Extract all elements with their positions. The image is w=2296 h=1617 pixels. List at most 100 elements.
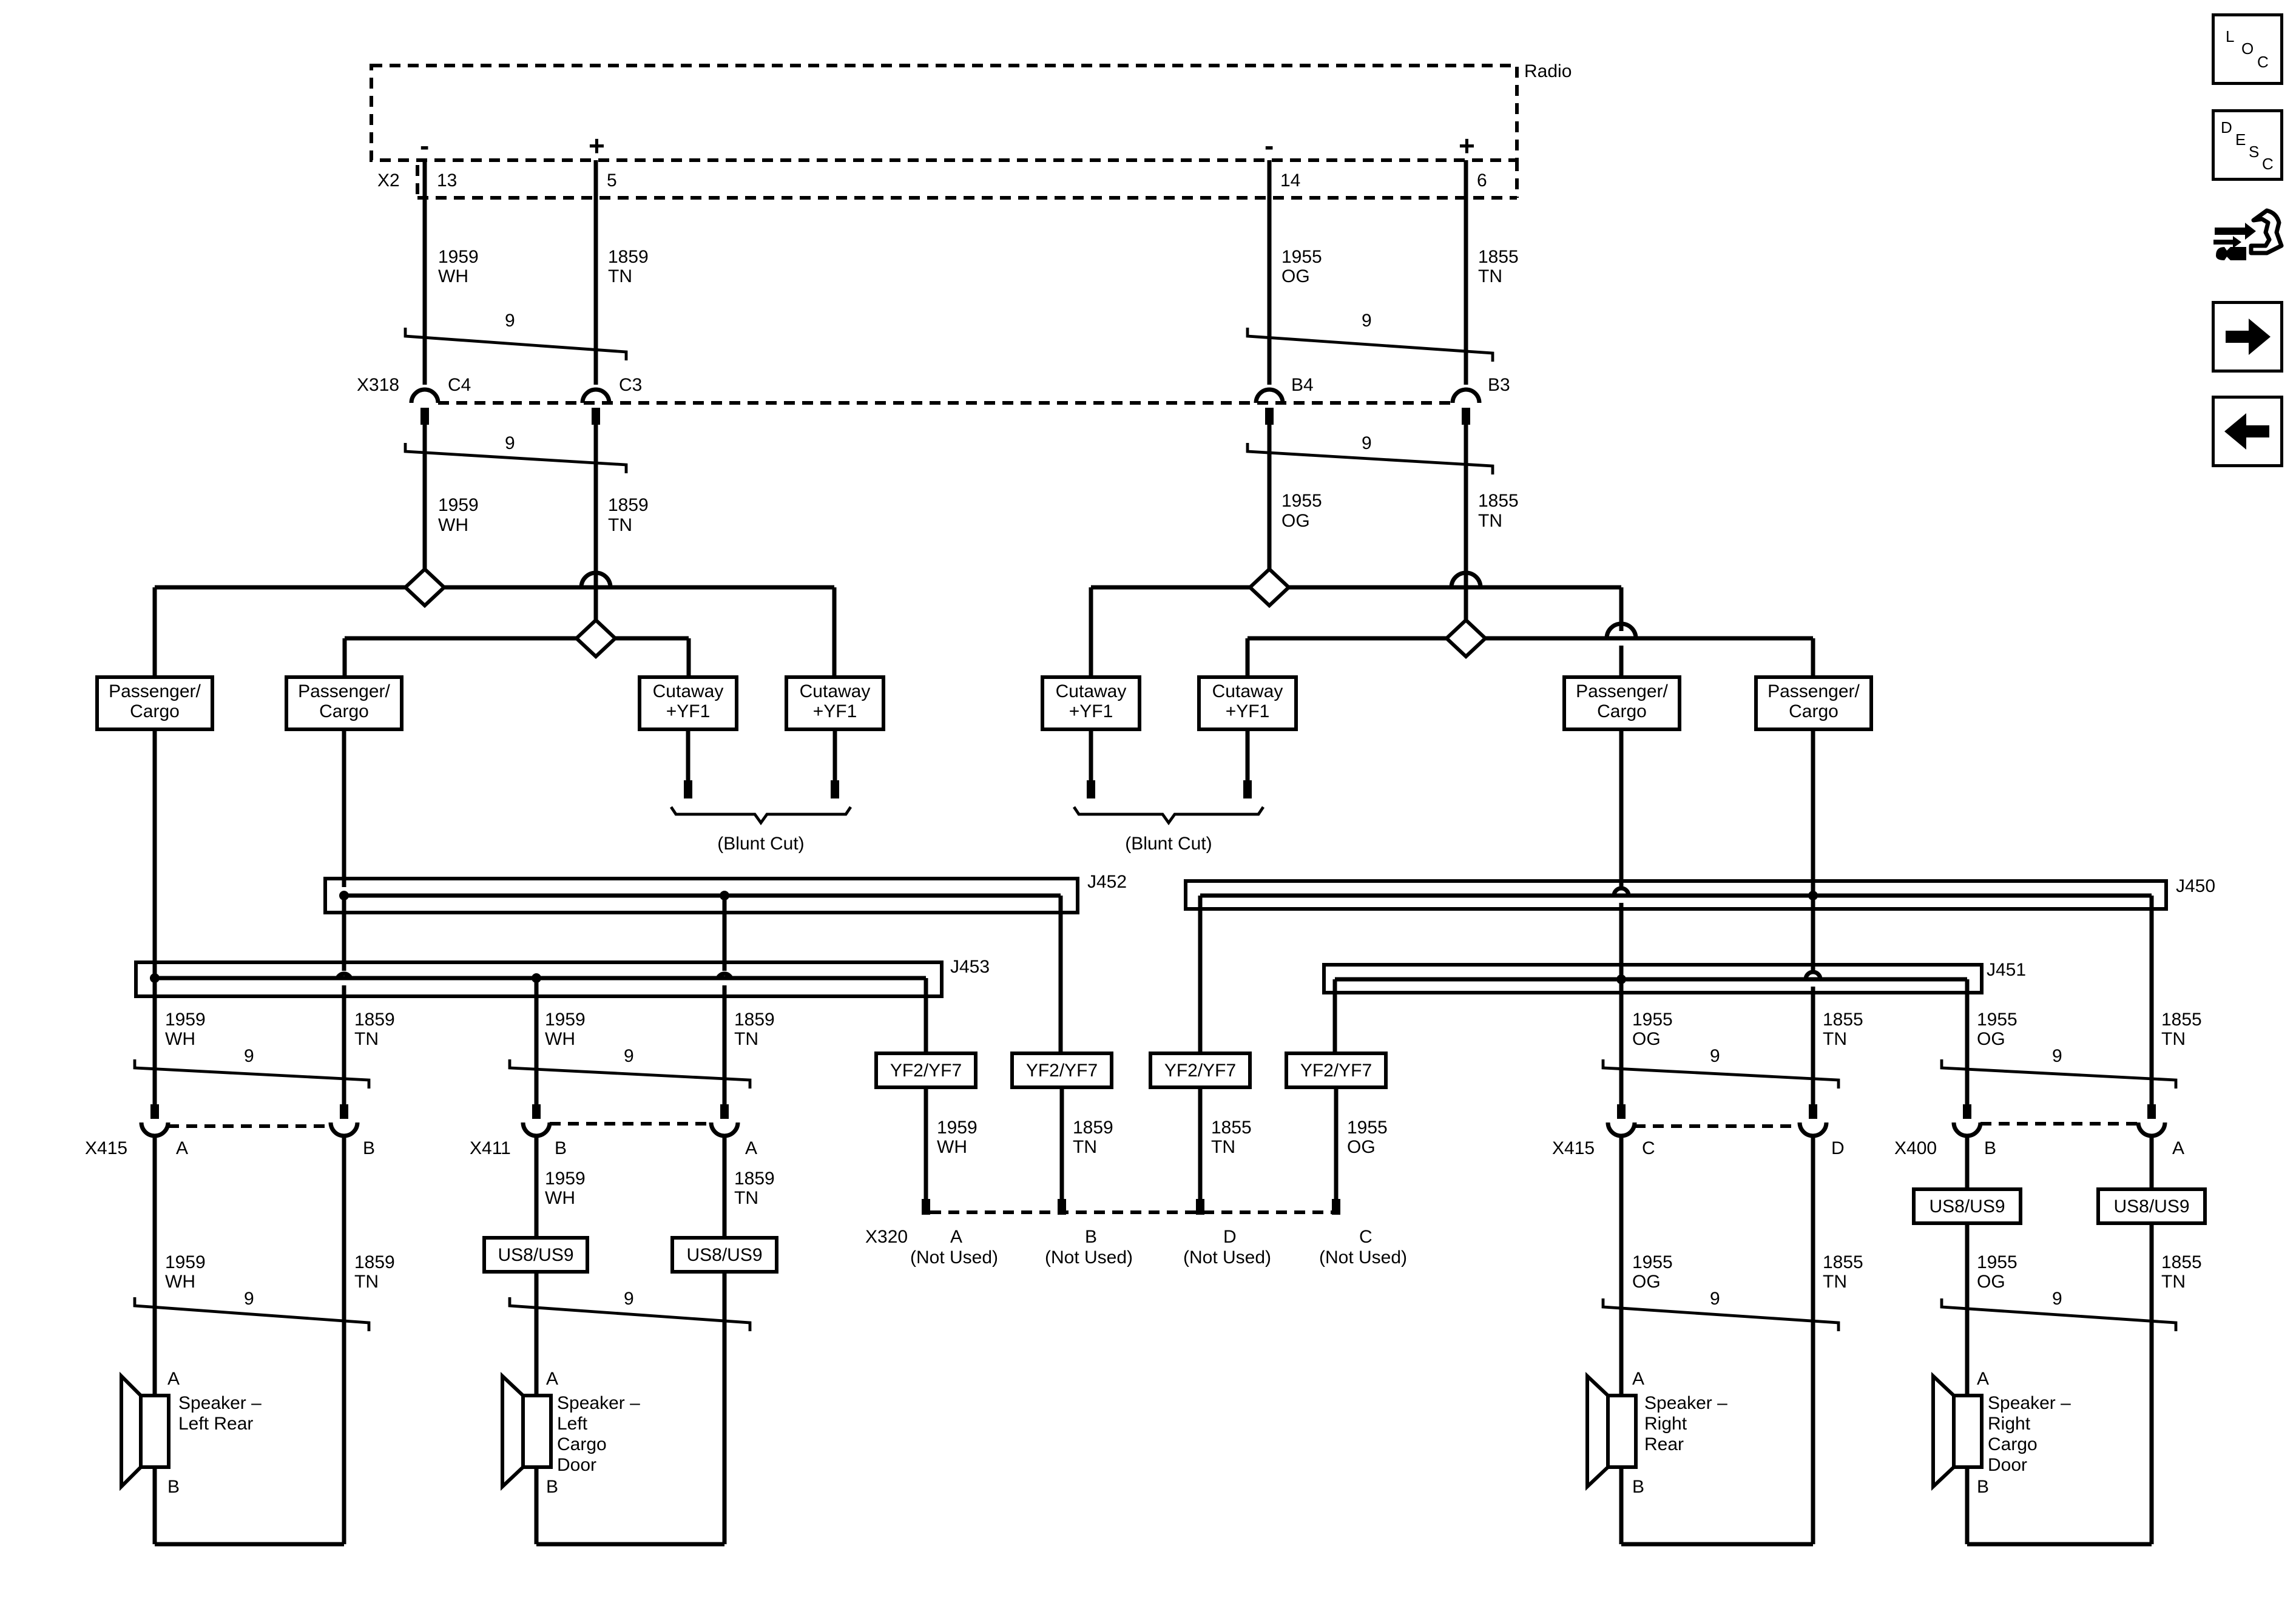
svg-text:TN: TN	[2161, 1029, 2186, 1049]
svg-text:B4: B4	[1291, 375, 1314, 395]
svg-text:1855: 1855	[1478, 247, 1519, 267]
svg-text:TN: TN	[354, 1029, 379, 1049]
option-box-us8-us9	[482, 1236, 589, 1274]
radio-output-wires: 1959 WH 1859 TN 1955 OG 1855 TN 9 9	[403, 160, 1519, 385]
svg-text:Left Rear: Left Rear	[178, 1414, 253, 1434]
svg-text:9: 9	[1362, 311, 1372, 331]
speaker-right-rear-label: Speaker –	[1644, 1393, 1727, 1413]
svg-text:WH: WH	[165, 1029, 195, 1049]
svg-text:TN: TN	[1211, 1137, 1235, 1157]
option-box-cutaway	[785, 675, 885, 731]
splice-j452-label: J452	[1087, 872, 1127, 892]
radio-pin-5: 5	[607, 170, 617, 191]
splice-j450-label: J450	[2176, 876, 2215, 896]
svg-text:Passenger/: Passenger/	[109, 681, 201, 701]
svg-text:WH: WH	[937, 1137, 967, 1157]
svg-text:Passenger/: Passenger/	[298, 681, 390, 701]
svg-text:1955: 1955	[1977, 1252, 2017, 1272]
radio-outline	[370, 64, 1519, 162]
twisted-pair-marker	[1246, 443, 1494, 474]
svg-text:1955: 1955	[1281, 247, 1322, 267]
loc-icon: L O C	[2226, 27, 2269, 71]
svg-text:+YF1: +YF1	[1226, 701, 1270, 721]
svg-text:C: C	[2257, 53, 2269, 71]
desc-icon: D E S C	[2221, 118, 2274, 173]
svg-text:9: 9	[2052, 1046, 2062, 1066]
svg-text:B: B	[1984, 1138, 1996, 1158]
description-button[interactable]: D E S C	[2212, 109, 2283, 181]
svg-text:B: B	[1085, 1227, 1097, 1247]
svg-text:TN: TN	[1823, 1272, 1847, 1292]
speaker-right-cargo-door-label: Speaker –	[1988, 1393, 2071, 1413]
svg-text:TN: TN	[734, 1029, 758, 1049]
svg-text:B: B	[167, 1477, 180, 1497]
option-box-passenger-cargo	[285, 675, 403, 731]
svg-text:Passenger/: Passenger/	[1576, 681, 1668, 701]
svg-text:WH: WH	[438, 515, 468, 535]
svg-text:A: A	[1632, 1369, 1644, 1389]
svg-text:A: A	[2172, 1138, 2184, 1158]
svg-text:Cargo: Cargo	[557, 1434, 607, 1454]
svg-text:A: A	[1977, 1369, 1989, 1389]
option-box-yf2-yf7	[1149, 1052, 1252, 1089]
svg-text:1859: 1859	[354, 1010, 395, 1030]
svg-text:WH: WH	[165, 1272, 195, 1292]
svg-text:1955: 1955	[1281, 491, 1322, 511]
connector-x320-label: X320	[865, 1227, 908, 1247]
svg-text:L: L	[2226, 27, 2234, 46]
left-speaker-wiring: 1959 WH 1859 TN 1959 WH 1859 TN 9 9 X415…	[85, 729, 1063, 1547]
left-option-branches: Passenger/ Cargo Passenger/ Cargo Cutawa…	[95, 566, 885, 854]
svg-text:X415: X415	[1552, 1138, 1595, 1158]
svg-text:9: 9	[624, 1046, 634, 1066]
right-speaker-wiring: 1955 OG 1855 TN 1955 OG 1855 TN 9 9 X415…	[1552, 729, 2207, 1547]
connector-wrench-icon	[2213, 208, 2284, 260]
svg-text:Left: Left	[557, 1414, 588, 1434]
svg-text:9: 9	[1362, 433, 1372, 453]
speaker-left-rear-label: Speaker –	[178, 1393, 262, 1413]
svg-text:B: B	[555, 1138, 567, 1158]
twisted-pair-marker	[1246, 328, 1494, 362]
svg-text:Cutaway: Cutaway	[653, 681, 724, 701]
svg-text:A: A	[950, 1227, 962, 1247]
svg-text:C: C	[1642, 1138, 1655, 1158]
splice-j451-label: J451	[1987, 960, 2026, 980]
svg-text:A: A	[546, 1369, 558, 1389]
splice-diamond	[1443, 617, 1488, 660]
svg-text:Cargo: Cargo	[319, 701, 369, 721]
svg-text:TN: TN	[1823, 1029, 1847, 1049]
connector-x411-label: X411	[470, 1138, 511, 1158]
svg-text:B: B	[1632, 1477, 1644, 1497]
svg-text:1959: 1959	[438, 247, 479, 267]
svg-text:TN: TN	[608, 266, 632, 286]
svg-text:Right: Right	[1644, 1414, 1687, 1434]
location-button[interactable]: L O C	[2212, 13, 2283, 85]
svg-text:WH: WH	[545, 1029, 575, 1049]
arrow-left-icon	[2224, 413, 2269, 450]
svg-text:Cargo: Cargo	[130, 701, 180, 721]
svg-text:1955: 1955	[1632, 1010, 1673, 1030]
svg-text:B: B	[363, 1138, 375, 1158]
svg-text:1955: 1955	[1632, 1252, 1673, 1272]
svg-text:YF2/YF7: YF2/YF7	[890, 1061, 962, 1081]
previous-page-button[interactable]	[2212, 396, 2283, 467]
connector-tools-button[interactable]	[2209, 197, 2286, 275]
svg-text:9: 9	[1710, 1046, 1720, 1066]
svg-text:(Not Used): (Not Used)	[1045, 1247, 1133, 1268]
harness-wires-mid: 9 9 1959 WH 1859 TN 1955 OG 1855 TN	[403, 425, 1519, 578]
svg-text:1859: 1859	[1073, 1118, 1113, 1138]
svg-text:D: D	[1831, 1138, 1845, 1158]
svg-text:US8/US9: US8/US9	[498, 1245, 573, 1265]
svg-text:1855: 1855	[1478, 491, 1519, 511]
svg-text:1959: 1959	[165, 1252, 206, 1272]
twisted-pair-marker	[403, 443, 628, 473]
svg-text:WH: WH	[438, 266, 468, 286]
radio-pin-13-polarity: -	[420, 130, 429, 161]
svg-text:1855: 1855	[1823, 1252, 1863, 1272]
svg-text:Door: Door	[557, 1455, 596, 1475]
svg-text:US8/US9: US8/US9	[686, 1245, 762, 1265]
right-option-branches: Cutaway +YF1 Cutaway +YF1 Passenger/ Car…	[1041, 566, 1873, 854]
svg-text:1859: 1859	[608, 247, 649, 267]
next-page-button[interactable]	[2212, 301, 2283, 373]
svg-text:+YF1: +YF1	[666, 701, 711, 721]
